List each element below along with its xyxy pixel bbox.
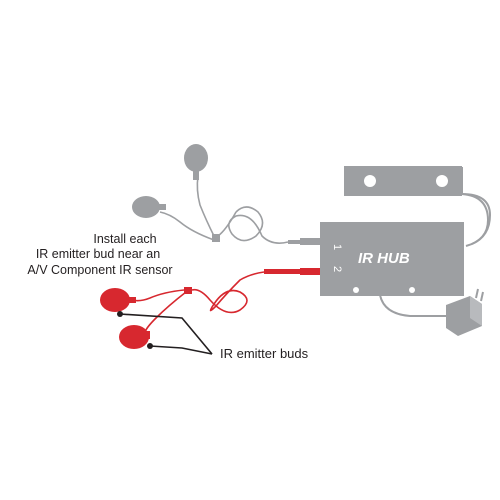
instruction-line-2: IR emitter bud near an — [36, 247, 160, 261]
red-emitter-cable — [131, 268, 320, 331]
gray-emitter-bud-upper — [184, 144, 208, 180]
port-2-label: 2 — [331, 266, 343, 272]
emitter-buds-label: IR emitter buds — [220, 346, 309, 361]
gray-emitter-bud-lower — [132, 196, 166, 218]
port-1-label: 1 — [331, 244, 343, 250]
ir-hub-box: IR HUB 1 2 — [320, 222, 464, 296]
instruction-line-1: Install each — [93, 232, 156, 246]
power-adapter — [379, 288, 484, 336]
gray-emitter-cable — [159, 175, 320, 245]
red-emitter-bud-lower — [119, 325, 150, 349]
hub-title: IR HUB — [358, 250, 410, 267]
instruction-line-3: A/V Component IR sensor — [27, 263, 172, 277]
bracket-cable — [461, 193, 490, 247]
emitter-callout-lines — [117, 311, 213, 355]
red-emitter-bud-upper — [100, 288, 136, 312]
install-instruction: Install each IR emitter bud near an A/V … — [27, 232, 172, 277]
